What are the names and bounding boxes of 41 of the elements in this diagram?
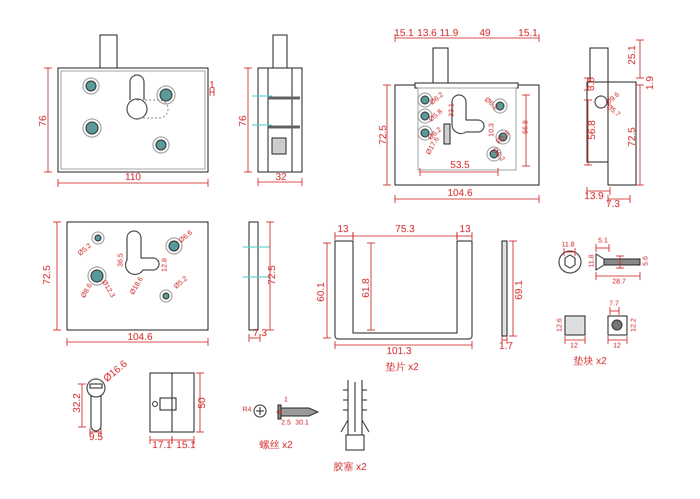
dimension-label: 15.1 — [394, 29, 414, 39]
dimension-label: 13.9 — [584, 192, 604, 202]
dimension-label: 32 — [275, 173, 287, 183]
part-caption: 垫块 x2 — [573, 357, 607, 367]
dimension-label: 50 — [198, 397, 208, 409]
dimension-label: 72.5 — [43, 265, 53, 285]
dimension-label: 53.5 — [450, 161, 470, 171]
part-caption: 垫片 x2 — [385, 363, 419, 373]
dimension-label: 15.1 — [518, 29, 538, 39]
dimension-label: 3.8 — [587, 77, 597, 91]
dimension-label: 60.1 — [317, 282, 327, 302]
dimension-label: 104.6 — [447, 189, 473, 199]
dimension-label: 69.1 — [515, 280, 525, 300]
dimension-label: 72.5 — [628, 127, 638, 147]
dimension-label: 25.1 — [628, 45, 638, 65]
dimension-label: 9.5 — [89, 433, 103, 443]
dimension-label: 56.8 — [588, 120, 598, 140]
dimension-label: 72.5 — [379, 125, 389, 145]
dimension-label: 49 — [479, 29, 491, 39]
dimension-label: 104.6 — [127, 333, 153, 343]
dimension-label: 1 — [209, 81, 215, 91]
dimension-label: 110 — [125, 173, 141, 183]
dimension-label: 1.7 — [499, 342, 513, 352]
dimension-label: 7.3 — [606, 200, 620, 210]
dimension-label: 75.3 — [395, 225, 415, 235]
part-caption: 胶塞 x2 — [333, 463, 367, 473]
dimension-label: 11.9 — [440, 29, 458, 39]
dimension-label: 61.8 — [362, 278, 372, 298]
dimension-label: 101.3 — [386, 347, 412, 357]
dimension-label: 15.1 — [176, 441, 196, 451]
dimension-label: 13 — [337, 225, 349, 235]
dimension-label: 13 — [459, 225, 471, 235]
dimension-label: 1.9 — [646, 76, 656, 90]
dimension-label: 13.6 — [417, 29, 437, 39]
dimension-label: 76 — [39, 115, 49, 127]
part-caption: 螺丝 x2 — [259, 441, 293, 451]
dimension-label: 72.5 — [268, 265, 278, 285]
dimension-label: 76 — [239, 115, 249, 127]
dimension-label: 17.1 — [152, 441, 172, 451]
dimension-label: 7.3 — [253, 329, 267, 339]
dimension-label: 32.2 — [73, 393, 83, 413]
